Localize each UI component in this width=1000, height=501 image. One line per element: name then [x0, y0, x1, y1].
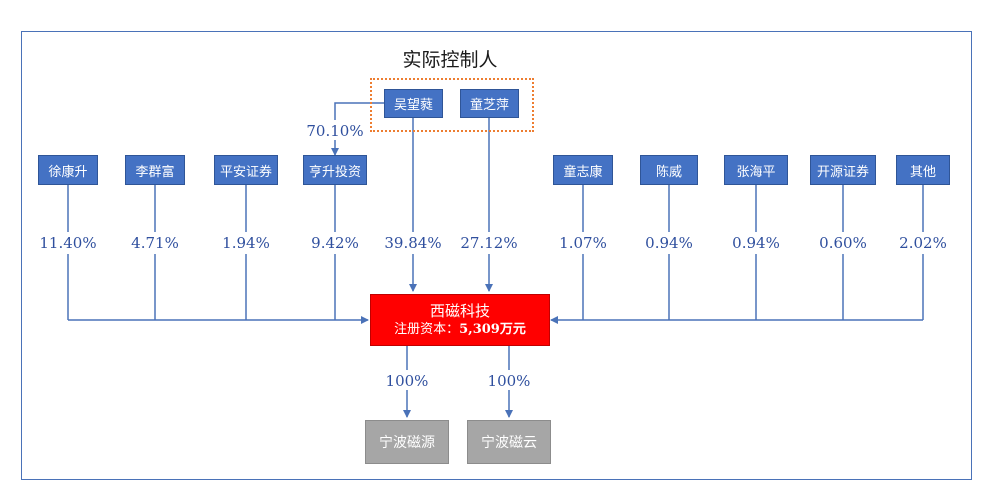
pct-label-other: 2.02%	[899, 234, 947, 252]
diagram-frame	[21, 31, 972, 480]
stake-label-wu-hengsheng: 70.10%	[306, 122, 364, 140]
shareholder-box-chen: 陈威	[640, 155, 698, 185]
shareholder-box-pingan: 平安证券	[214, 155, 278, 185]
pct-label-pingan: 1.94%	[222, 234, 270, 252]
pct-label-ciyun: 100%	[487, 372, 531, 390]
pct-label-ciyuan: 100%	[385, 372, 429, 390]
pct-label-tongzhikang: 1.07%	[559, 234, 607, 252]
pct-label-xu: 11.40%	[39, 234, 97, 252]
company-name: 西磁科技	[429, 302, 490, 320]
pct-label-li: 4.71%	[131, 234, 179, 252]
pct-label-zhang: 0.94%	[732, 234, 780, 252]
shareholder-box-zhang: 张海平	[724, 155, 788, 185]
subsidiary-box-ciyun: 宁波磁云	[467, 420, 551, 464]
capital-label: 注册资本：	[394, 322, 460, 337]
shareholder-box-li: 李群富	[125, 155, 185, 185]
subsidiary-box-ciyuan: 宁波磁源	[365, 420, 449, 464]
pct-label-wu: 39.84%	[384, 234, 442, 252]
pct-label-hengsheng: 9.42%	[311, 234, 359, 252]
company-box: 西磁科技 注册资本：5,309万元	[370, 294, 550, 346]
controller-box-wu: 吴望蕤	[384, 89, 443, 118]
shareholder-box-hengsheng: 亨升投资	[303, 155, 367, 185]
pct-label-chen: 0.94%	[645, 234, 693, 252]
capital-value: 5,309万元	[459, 322, 526, 337]
controller-box-tong: 童芝萍	[460, 89, 519, 118]
shareholder-box-xu: 徐康升	[38, 155, 98, 185]
pct-label-tong: 27.12%	[460, 234, 518, 252]
shareholder-box-other: 其他	[896, 155, 950, 185]
pct-label-kaiyuan: 0.60%	[819, 234, 867, 252]
shareholder-box-tongzhikang: 童志康	[553, 155, 613, 185]
controller-title: 实际控制人	[402, 49, 498, 71]
shareholder-box-kaiyuan: 开源证券	[810, 155, 876, 185]
company-capital: 注册资本：5,309万元	[394, 321, 526, 339]
controller-group-outline	[370, 78, 534, 132]
